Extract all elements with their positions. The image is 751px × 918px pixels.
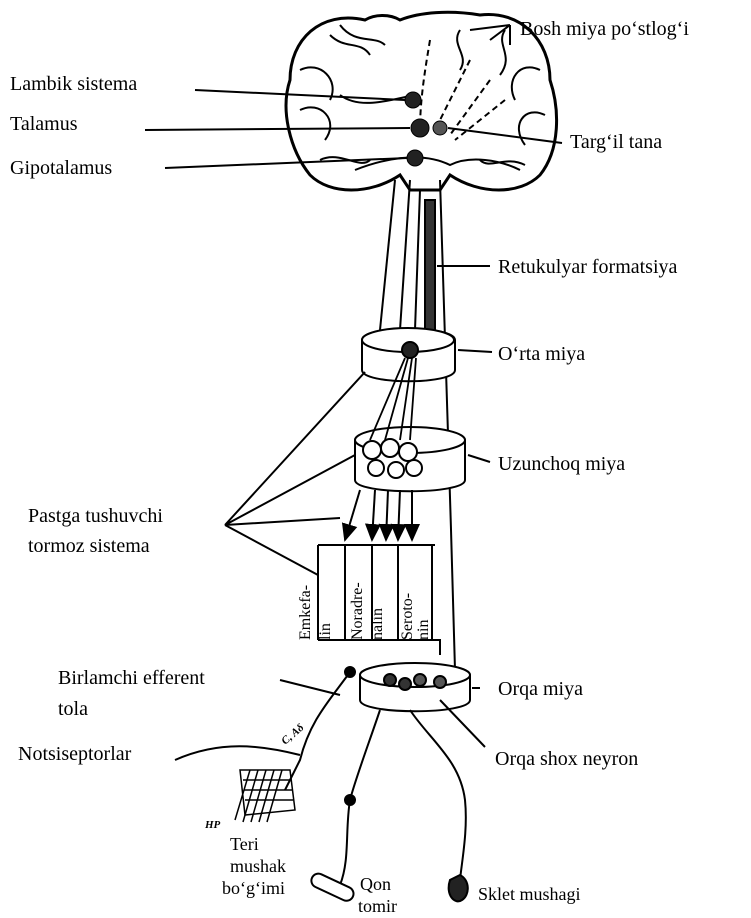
blood-vessel-label-1: Qon	[360, 874, 391, 894]
limbic-system-label: Lambik sistema	[10, 73, 137, 95]
labels: Bosh miya po‘stlog‘i Lambik sistema Tala…	[10, 18, 689, 916]
spinal-cord-label: Orqa miya	[498, 678, 583, 700]
skeletal-muscle-label: Sklet mushagi	[478, 884, 581, 904]
joint-label-2: mushak	[230, 856, 286, 876]
fiber-type-label: C, Aδ	[279, 722, 306, 748]
medulla-label: Uzunchoq miya	[498, 453, 625, 475]
blood-vessel-drawing	[309, 871, 356, 903]
striatum-label: Targ‘il tana	[570, 131, 662, 153]
hypothalamus-label: Gipotalamus	[10, 157, 112, 179]
blood-vessel-label-2: tomir	[358, 896, 397, 916]
brain-nuclei	[405, 92, 447, 166]
spinal-cord-drawing	[345, 663, 470, 711]
skin-patch-drawing	[235, 770, 295, 822]
brainstem-drawing	[380, 180, 455, 670]
primary-efferent-label-1: Birlamchi efferent	[58, 667, 205, 689]
leader-lines	[145, 25, 562, 760]
primary-efferent-label-2: tola	[58, 698, 88, 720]
descending-system-label-2: tormoz sistema	[28, 535, 150, 557]
thalamus-label: Talamus	[10, 113, 78, 135]
midbrain-label: O‘rta miya	[498, 343, 585, 365]
reticular-formation-label: Retukulyar formatsiya	[498, 256, 678, 278]
descending-system-label-1: Pastga tushuvchi	[28, 505, 163, 527]
enkephalin-label-1: Emkefa-	[297, 585, 314, 640]
noradrenaline-label-1: Noradre-	[349, 582, 366, 640]
joint-label-1: Teri	[230, 834, 259, 854]
midbrain-drawing	[362, 328, 455, 381]
cortex-label: Bosh miya po‘stlog‘i	[520, 18, 689, 40]
enkephalin-label-2: lin	[317, 623, 334, 640]
skeletal-muscle-drawing	[449, 875, 468, 901]
serotonin-label-1: Seroto-	[399, 593, 416, 640]
hp-label: HP	[204, 819, 221, 831]
descending-arrows	[345, 490, 412, 540]
dorsal-horn-neuron-label: Orqa shox neyron	[495, 748, 638, 770]
joint-label-3: bo‘g‘imi	[222, 878, 285, 898]
nociceptors-label: Notsiseptorlar	[18, 743, 132, 765]
noradrenaline-label-2: nalin	[369, 608, 386, 640]
serotonin-label-2: nin	[415, 620, 432, 640]
